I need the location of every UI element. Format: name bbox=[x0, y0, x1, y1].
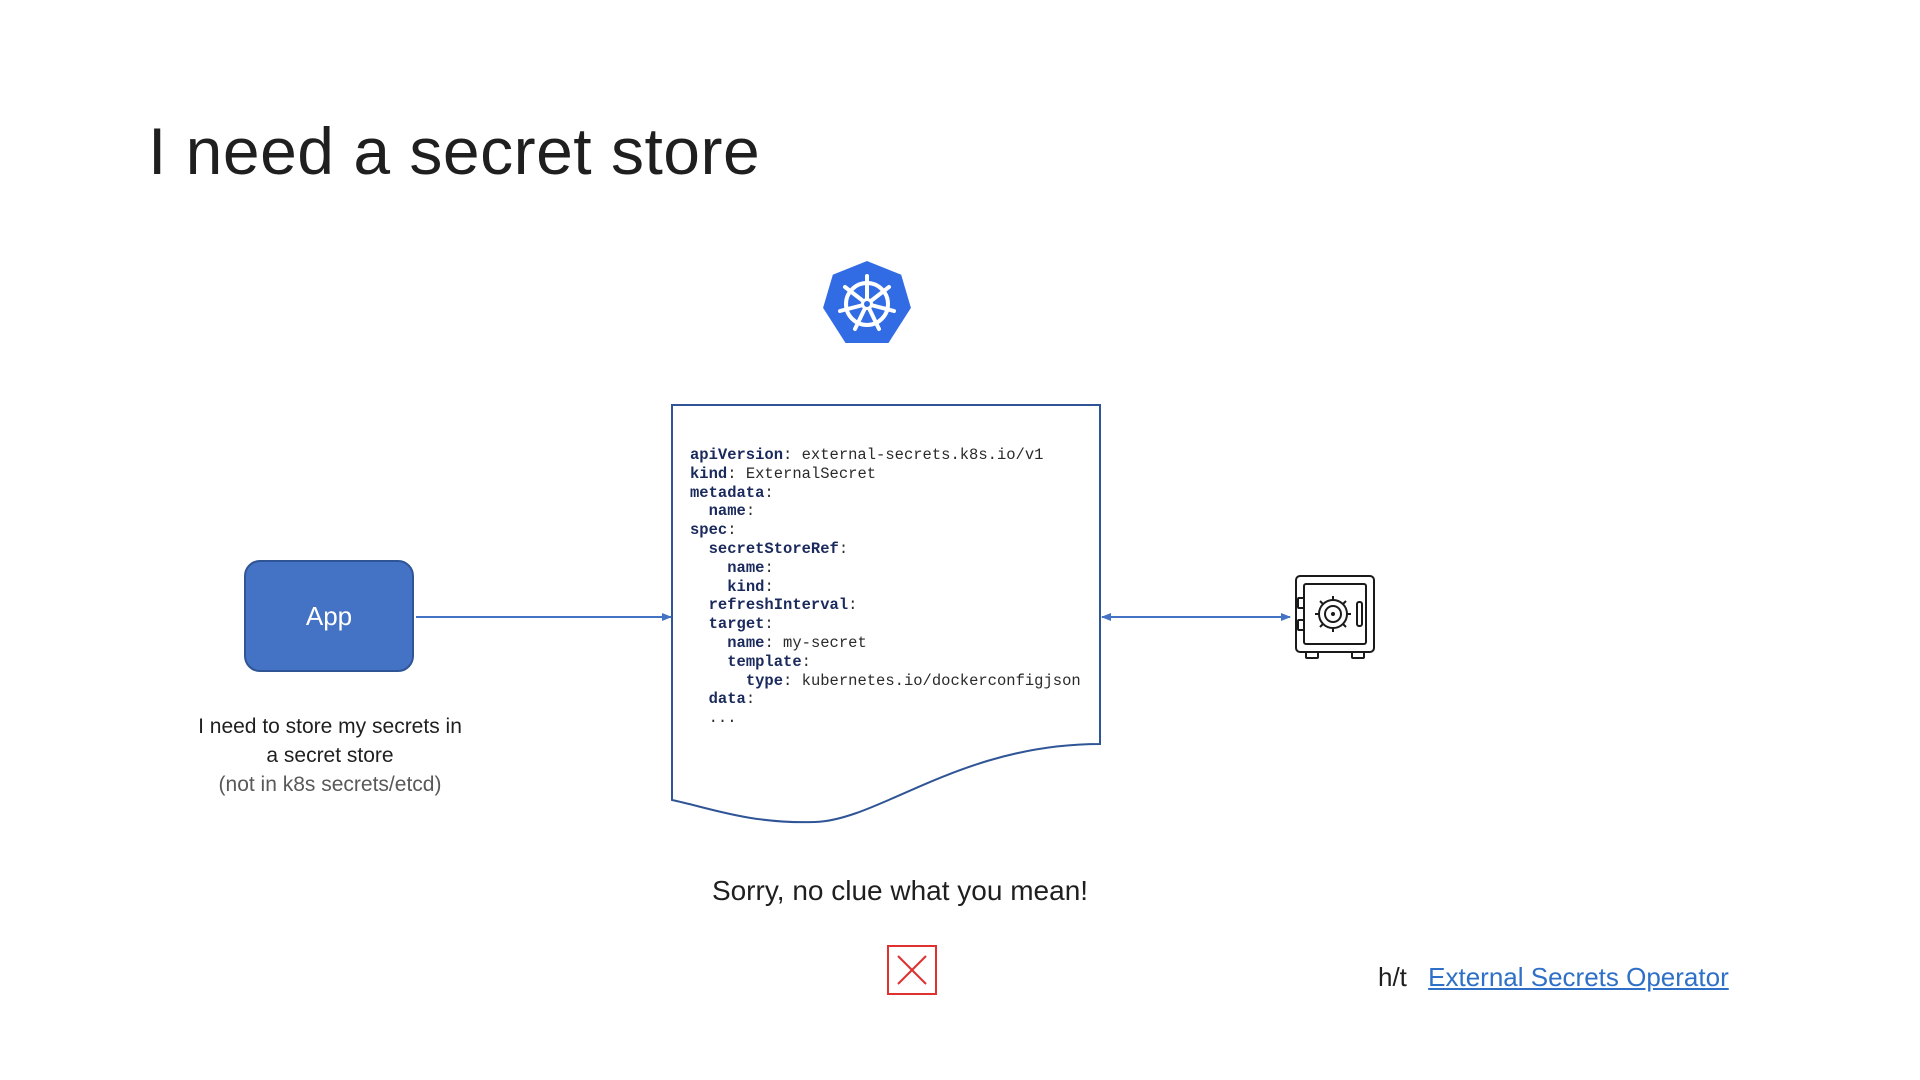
yaml-value: kubernetes.io/dockerconfigjson bbox=[801, 671, 1081, 690]
credit: h/t External Secrets Operator bbox=[1378, 962, 1729, 993]
response-text: Sorry, no clue what you mean! bbox=[711, 875, 1089, 906]
app-caption-line1: I need to store my secrets in bbox=[198, 715, 462, 738]
document-shape bbox=[671, 404, 1101, 824]
credit-prefix: h/t bbox=[1378, 962, 1407, 992]
yaml-ellipsis: ... bbox=[708, 709, 737, 728]
yaml-key: data bbox=[708, 690, 746, 709]
app-caption: I need to store my secrets in a secret s… bbox=[160, 712, 500, 799]
yaml-key: secretStoreRef bbox=[708, 539, 839, 558]
yaml-key: name bbox=[708, 502, 746, 521]
app-caption-line2: a secret store bbox=[266, 744, 394, 767]
yaml-key: name bbox=[727, 633, 765, 652]
yaml-value: ExternalSecret bbox=[745, 464, 877, 483]
yaml-key: type bbox=[745, 671, 784, 690]
error-x-icon bbox=[887, 945, 937, 995]
yaml-key: kind bbox=[727, 577, 765, 596]
yaml-key: target bbox=[708, 615, 765, 634]
yaml-value: my-secret bbox=[783, 633, 867, 652]
yaml-key: spec bbox=[690, 521, 728, 540]
app-label: App bbox=[305, 600, 353, 631]
external-secrets-operator-link[interactable]: External Secrets Operator bbox=[1428, 962, 1729, 992]
yaml-key: apiVersion bbox=[690, 446, 784, 464]
yaml-key: refreshInterval bbox=[708, 596, 849, 615]
external-secret-manifest: apiVersion: external-secrets.k8s.io/v1 k… bbox=[690, 446, 1081, 728]
yaml-value: external-secrets.k8s.io/v1 bbox=[801, 446, 1044, 464]
kubernetes-logo-icon bbox=[821, 259, 913, 345]
slide-title: I need a secret store bbox=[148, 114, 761, 188]
yaml-key: name bbox=[727, 558, 765, 577]
app-caption-note: (not in k8s secrets/etcd) bbox=[218, 773, 442, 796]
yaml-key: metadata bbox=[690, 483, 765, 502]
yaml-key: template bbox=[727, 652, 802, 671]
yaml-key: kind bbox=[690, 464, 728, 483]
app-box: App bbox=[244, 560, 414, 672]
safe-vault-icon bbox=[1295, 575, 1375, 659]
